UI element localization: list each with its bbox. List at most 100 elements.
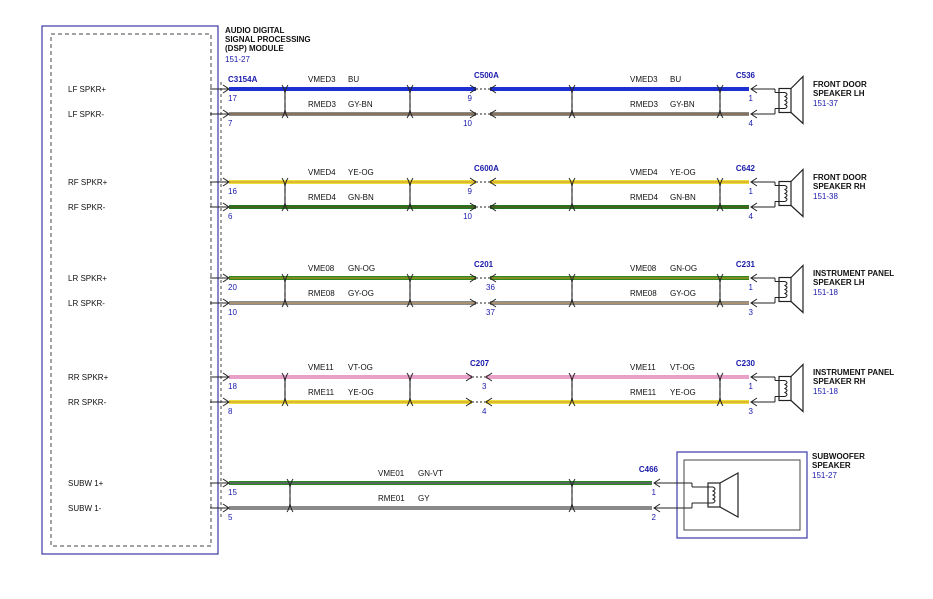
circuit-label-left: VME01 [378, 469, 405, 478]
inline-connector-name: C600A [474, 164, 499, 173]
circuit-label-right: RMED3 [630, 100, 659, 109]
module-title: SIGNAL PROCESSING [225, 35, 311, 44]
speaker-name: INSTRUMENT PANEL [813, 269, 894, 278]
twisted-pair-marker [281, 273, 289, 308]
twisted-pair-marker [568, 84, 576, 119]
inline-arrow-right [489, 202, 497, 212]
circuit-label-left: VME08 [308, 264, 335, 273]
speaker-name: SPEAKER [812, 461, 851, 470]
circuit-label-right: VMED3 [630, 75, 658, 84]
inline-connector-name: C500A [474, 71, 499, 80]
twisted-pair-marker [281, 84, 289, 119]
speaker-pin-number: 3 [749, 407, 754, 416]
wire-color-left: GN-VT [418, 469, 443, 478]
wire-color-right: GN-BN [670, 193, 696, 202]
inline-pin-right: 37 [486, 308, 495, 317]
inline-arrow-left [465, 397, 473, 407]
speaker-coil-icon [783, 281, 788, 298]
module-pin-number: 16 [228, 187, 237, 196]
twisted-pair-marker [716, 273, 724, 308]
inline-pin-right: 36 [486, 283, 495, 292]
inline-pin-left: 9 [468, 187, 473, 196]
speaker-cone-icon [790, 75, 804, 125]
inline-connector-name: C201 [474, 260, 494, 269]
subwoofer-icon [707, 482, 721, 508]
twisted-pair-marker [281, 177, 289, 212]
twisted-pair-marker [716, 177, 724, 212]
inline-arrow-right [485, 372, 493, 382]
inline-arrow-right [489, 84, 497, 94]
module-pin-label: LF SPKR- [68, 110, 104, 119]
speaker-pin-number: 1 [749, 94, 754, 103]
circuit-label-right: VME08 [630, 264, 657, 273]
speaker-name: SPEAKER RH [813, 182, 866, 191]
circuit-label-right: VME11 [630, 363, 656, 372]
speaker-pin-number: 4 [749, 212, 754, 221]
speaker-name: INSTRUMENT PANEL [813, 368, 894, 377]
module-pin-label: LR SPKR- [68, 299, 105, 308]
inline-arrow-left [469, 202, 477, 212]
inline-pin-right: 3 [482, 382, 487, 391]
subwoofer-outline [676, 451, 808, 539]
speaker-ref: 151-27 [812, 471, 837, 480]
wire-color-left: BU [348, 75, 359, 84]
circuit-label-left: RME08 [308, 289, 335, 298]
module-pin-number: 15 [228, 488, 237, 497]
inline-arrow-right [485, 397, 493, 407]
speaker-name: FRONT DOOR [813, 173, 867, 182]
inline-pin-right: 4 [482, 407, 487, 416]
inline-arrow-left [469, 84, 477, 94]
wire-color-right: GY-OG [670, 289, 696, 298]
speaker-name: SPEAKER LH [813, 278, 865, 287]
speaker-icon [778, 375, 792, 402]
twisted-pair-marker [568, 177, 576, 212]
module-pin-number: 17 [228, 94, 237, 103]
speaker-connector-name: C230 [736, 359, 756, 368]
wire-color-left: YE-OG [348, 388, 374, 397]
speaker-pin-number: 1 [749, 382, 754, 391]
speaker-cone-icon [790, 264, 804, 314]
circuit-label-right: RME11 [630, 388, 657, 397]
module-pin-number: 18 [228, 382, 237, 391]
wire-color-left: GY-BN [348, 100, 373, 109]
inline-arrow-left [469, 177, 477, 187]
module-connector: C3154A [228, 75, 258, 84]
speaker-pin-number: 1 [749, 187, 754, 196]
module-pin-label: RR SPKR- [68, 398, 107, 407]
twisted-pair-marker [716, 84, 724, 119]
speaker-connector-name: C642 [736, 164, 756, 173]
speaker-coil-icon [783, 185, 788, 202]
twisted-pair-marker [716, 372, 724, 407]
speaker-name: SPEAKER LH [813, 89, 865, 98]
module-inner-dashed [50, 33, 212, 547]
inline-arrow-right [489, 273, 497, 283]
inline-pin-left: 9 [468, 94, 473, 103]
wire-color-right: YE-OG [670, 168, 696, 177]
twisted-pair-marker [286, 478, 294, 513]
wire-color-right: GY-BN [670, 100, 695, 109]
wire-color-right: VT-OG [670, 363, 695, 372]
module-pin-number: 10 [228, 308, 237, 317]
speaker-ref: 151-18 [813, 288, 838, 297]
wire-color-left: GY-OG [348, 289, 374, 298]
twisted-pair-marker [568, 372, 576, 407]
inline-pin-left: 10 [463, 212, 472, 221]
inline-arrow-right [489, 109, 497, 119]
circuit-label-left: RME11 [308, 388, 335, 397]
wire-color-right: GN-OG [670, 264, 697, 273]
speaker-coil-icon [783, 92, 788, 109]
circuit-label-right: RME08 [630, 289, 657, 298]
wire-color-left: GY [418, 494, 430, 503]
wire-color-right: BU [670, 75, 681, 84]
module-pin-label: LR SPKR+ [68, 274, 107, 283]
speaker-connector-name: C231 [736, 260, 756, 269]
module-pin-number: 7 [228, 119, 233, 128]
speaker-name: SPEAKER RH [813, 377, 866, 386]
module-ref: 151-27 [225, 55, 250, 64]
speaker-pin-number: 3 [749, 308, 754, 317]
twisted-pair-marker [406, 84, 414, 119]
speaker-name: FRONT DOOR [813, 80, 867, 89]
inline-arrow-left [469, 273, 477, 283]
twisted-pair-marker [568, 478, 576, 513]
